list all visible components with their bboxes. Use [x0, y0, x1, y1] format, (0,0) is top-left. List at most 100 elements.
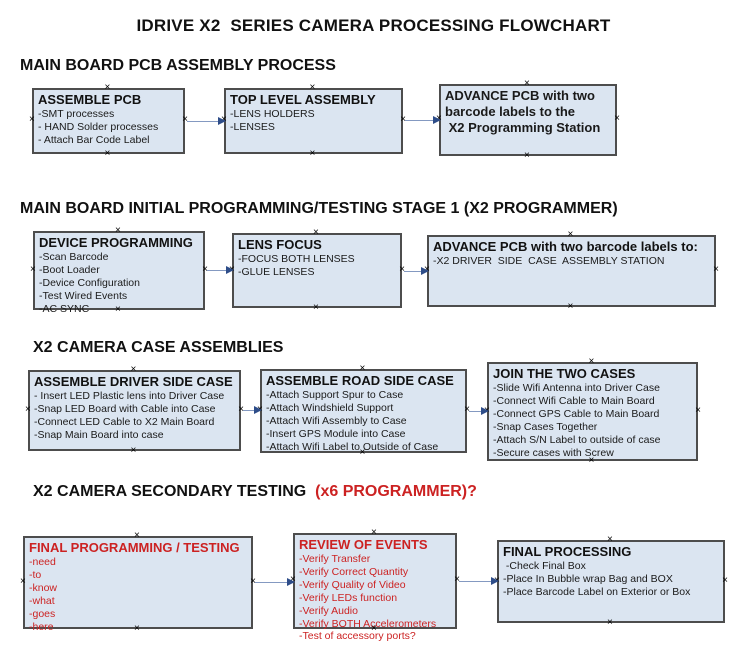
arrowhead-icon — [421, 267, 429, 275]
box-line: -SMT processes — [38, 108, 115, 120]
flow-box-assemble-pcb[interactable]: ASSEMBLE PCB-SMT processes- HAND Solder … — [29, 83, 188, 159]
box-title: REVIEW OF EVENTS — [299, 537, 428, 552]
anchor-x-mark: × — [130, 445, 137, 456]
anchor-x-mark: × — [567, 301, 574, 312]
flow-box-final-programming-testing[interactable]: FINAL PROGRAMMING / TESTING-need-to-know… — [20, 531, 256, 634]
box-line: -need — [29, 556, 56, 568]
section-header-text: X2 CAMERA CASE ASSEMBLIES — [33, 339, 284, 356]
box-title: ASSEMBLE DRIVER SIDE CASE — [34, 374, 233, 389]
box-line: -Connect LED Cable to X2 Main Board — [34, 415, 215, 428]
connector-arrow-assemble-pcb-to-top-level-assembly — [187, 117, 226, 125]
anchor-x-mark: × — [104, 148, 111, 159]
anchor-x-mark: × — [182, 114, 188, 125]
box-title: TOP LEVEL ASSEMBLY — [230, 92, 376, 107]
box-line: -Test Wired Events — [39, 289, 128, 302]
box-title: DEVICE PROGRAMMING — [39, 235, 193, 250]
section-header-secondary-testing: X2 CAMERA SECONDARY TESTING (x6 PROGRAMM… — [33, 483, 477, 501]
flow-box-device-programming[interactable]: DEVICE PROGRAMMING-Scan Barcode-Boot Loa… — [30, 226, 208, 315]
connector-arrow-assemble-driver-side-case-to-assemble-road-side-case — [243, 406, 262, 414]
box-line: -Verify BOTH Accelerometers — [299, 617, 437, 630]
anchor-x-mark: × — [607, 617, 613, 628]
section-header-text: MAIN BOARD PCB ASSEMBLY PROCESS — [20, 57, 336, 74]
flow-box-assemble-road-side-case[interactable]: ASSEMBLE ROAD SIDE CASE-Attach Support S… — [257, 364, 470, 458]
box-line: -Attach Wifi Label to Outside of Case — [266, 440, 439, 453]
anchor-x-mark: × — [309, 82, 316, 93]
arrowhead-icon — [287, 578, 295, 586]
box-title: LENS FOCUS — [238, 237, 322, 252]
box-title: ADVANCE PCB with two barcode labels to: — [433, 239, 698, 254]
section-header-text: MAIN BOARD INITIAL PROGRAMMING/TESTING S… — [20, 200, 618, 217]
anchor-x-mark: × — [524, 78, 530, 89]
box-line: -Connect Wifi Cable to Main Board — [493, 394, 655, 407]
anchor-x-mark: × — [524, 150, 530, 161]
anchor-x-mark: × — [607, 534, 613, 545]
box-line: -Attach S/N Label to outside of case — [493, 433, 661, 446]
anchor-x-mark: × — [399, 263, 405, 275]
box-line: - Insert LED Plastic lens into Driver Ca… — [34, 390, 225, 402]
section-header-initial-programming: MAIN BOARD INITIAL PROGRAMMING/TESTING S… — [20, 200, 618, 218]
box-line: -Verify Audio — [299, 604, 358, 617]
arrowhead-icon — [226, 266, 234, 274]
anchor-x-mark: × — [25, 403, 31, 415]
box-line: -Boot Loader — [39, 263, 100, 276]
box-line: -Test of accessory ports? — [299, 630, 416, 643]
connector-arrow-lens-focus-to-advance-pcb-to-driver-side-station — [404, 267, 429, 275]
box-line: -Verify Correct Quantity — [299, 565, 409, 578]
box-line: -GLUE LENSES — [238, 265, 315, 278]
anchor-x-mark: × — [104, 82, 111, 93]
anchor-x-mark: × — [695, 404, 701, 416]
box-line: -LENSES — [230, 120, 275, 133]
box-title: ASSEMBLE ROAD SIDE CASE — [266, 373, 454, 388]
box-line: -Verify LEDs function — [299, 591, 398, 604]
box-line: -Scan Barcode — [39, 251, 109, 263]
arrowhead-icon — [491, 577, 499, 585]
box-line: -Device Configuration — [39, 276, 140, 289]
box-line: -Check Final Box — [503, 560, 586, 572]
box-line: -Attach Windshield Support — [266, 401, 394, 414]
box-line: -Insert GPS Module into Case — [266, 427, 406, 440]
page-title: IDRIVE X2 SERIES CAMERA PROCESSING FLOWC… — [136, 16, 611, 35]
anchor-x-mark: × — [29, 114, 35, 125]
box-line: -Snap LED Board with Cable into Case — [34, 402, 216, 415]
box-line: -Snap Main Board into case — [34, 428, 164, 441]
box-line: -Slide Wifi Antenna into Driver Case — [493, 382, 660, 394]
flow-box-final-processing[interactable]: FINAL PROCESSING -Check Final Box-Place … — [494, 535, 728, 628]
anchor-x-mark: × — [313, 227, 319, 238]
box-line: -Secure cases with Screw — [493, 446, 614, 459]
box-line: -Attach Support Spur to Case — [266, 389, 404, 401]
anchor-x-mark: × — [313, 302, 319, 313]
box-title: ASSEMBLE PCB — [38, 92, 142, 107]
box-line: -AC SYNC — [39, 302, 90, 315]
anchor-x-mark: × — [309, 148, 316, 159]
anchor-x-mark: × — [359, 363, 366, 374]
box-line: -know — [29, 581, 58, 594]
flow-box-assemble-driver-side-case[interactable]: ASSEMBLE DRIVER SIDE CASE- Insert LED Pl… — [25, 365, 244, 456]
box-line: -Connect GPS Cable to Main Board — [493, 407, 660, 420]
box-line: - HAND Solder processes — [38, 120, 159, 133]
section-header-case-assemblies: X2 CAMERA CASE ASSEMBLIES — [33, 339, 283, 357]
anchor-x-mark: × — [134, 530, 140, 541]
box-line: -here — [29, 620, 54, 633]
flow-box-top-level-assembly[interactable]: TOP LEVEL ASSEMBLY-LENS HOLDERS-LENSES × ×… — [221, 83, 406, 159]
connector-arrow-final-programming-testing-to-review-of-events — [255, 578, 295, 586]
box-line: -LENS HOLDERS — [230, 108, 315, 120]
box-line: -Snap Cases Together — [493, 420, 598, 433]
box-line: -Attach Wifi Assembly to Case — [266, 414, 407, 427]
anchor-x-mark: × — [567, 229, 574, 240]
box-title: JOIN THE TWO CASES — [493, 366, 636, 381]
section-header-pcb-assembly: MAIN BOARD PCB ASSEMBLY PROCESS — [20, 57, 336, 75]
connector-arrow-device-programming-to-lens-focus — [207, 266, 234, 274]
anchor-x-mark: × — [130, 364, 137, 375]
anchor-x-mark: × — [614, 113, 620, 124]
anchor-x-mark: × — [713, 264, 719, 275]
flow-box-review-of-events[interactable]: REVIEW OF EVENTS-Verify Transfer-Verify … — [290, 528, 460, 643]
anchor-x-mark: × — [20, 575, 26, 587]
arrowhead-icon — [433, 116, 441, 124]
box-title: FINAL PROGRAMMING / TESTING — [29, 540, 240, 555]
flow-box-lens-focus[interactable]: LENS FOCUS-FOCUS BOTH LENSES-GLUE LENSES… — [229, 228, 405, 313]
box-line: -what — [29, 594, 55, 607]
flow-box-advance-pcb-to-driver-side-station[interactable]: ADVANCE PCB with two barcode labels to:-… — [424, 230, 719, 312]
flow-box-join-the-two-cases[interactable]: JOIN THE TWO CASES-Slide Wifi Antenna in… — [484, 357, 701, 466]
